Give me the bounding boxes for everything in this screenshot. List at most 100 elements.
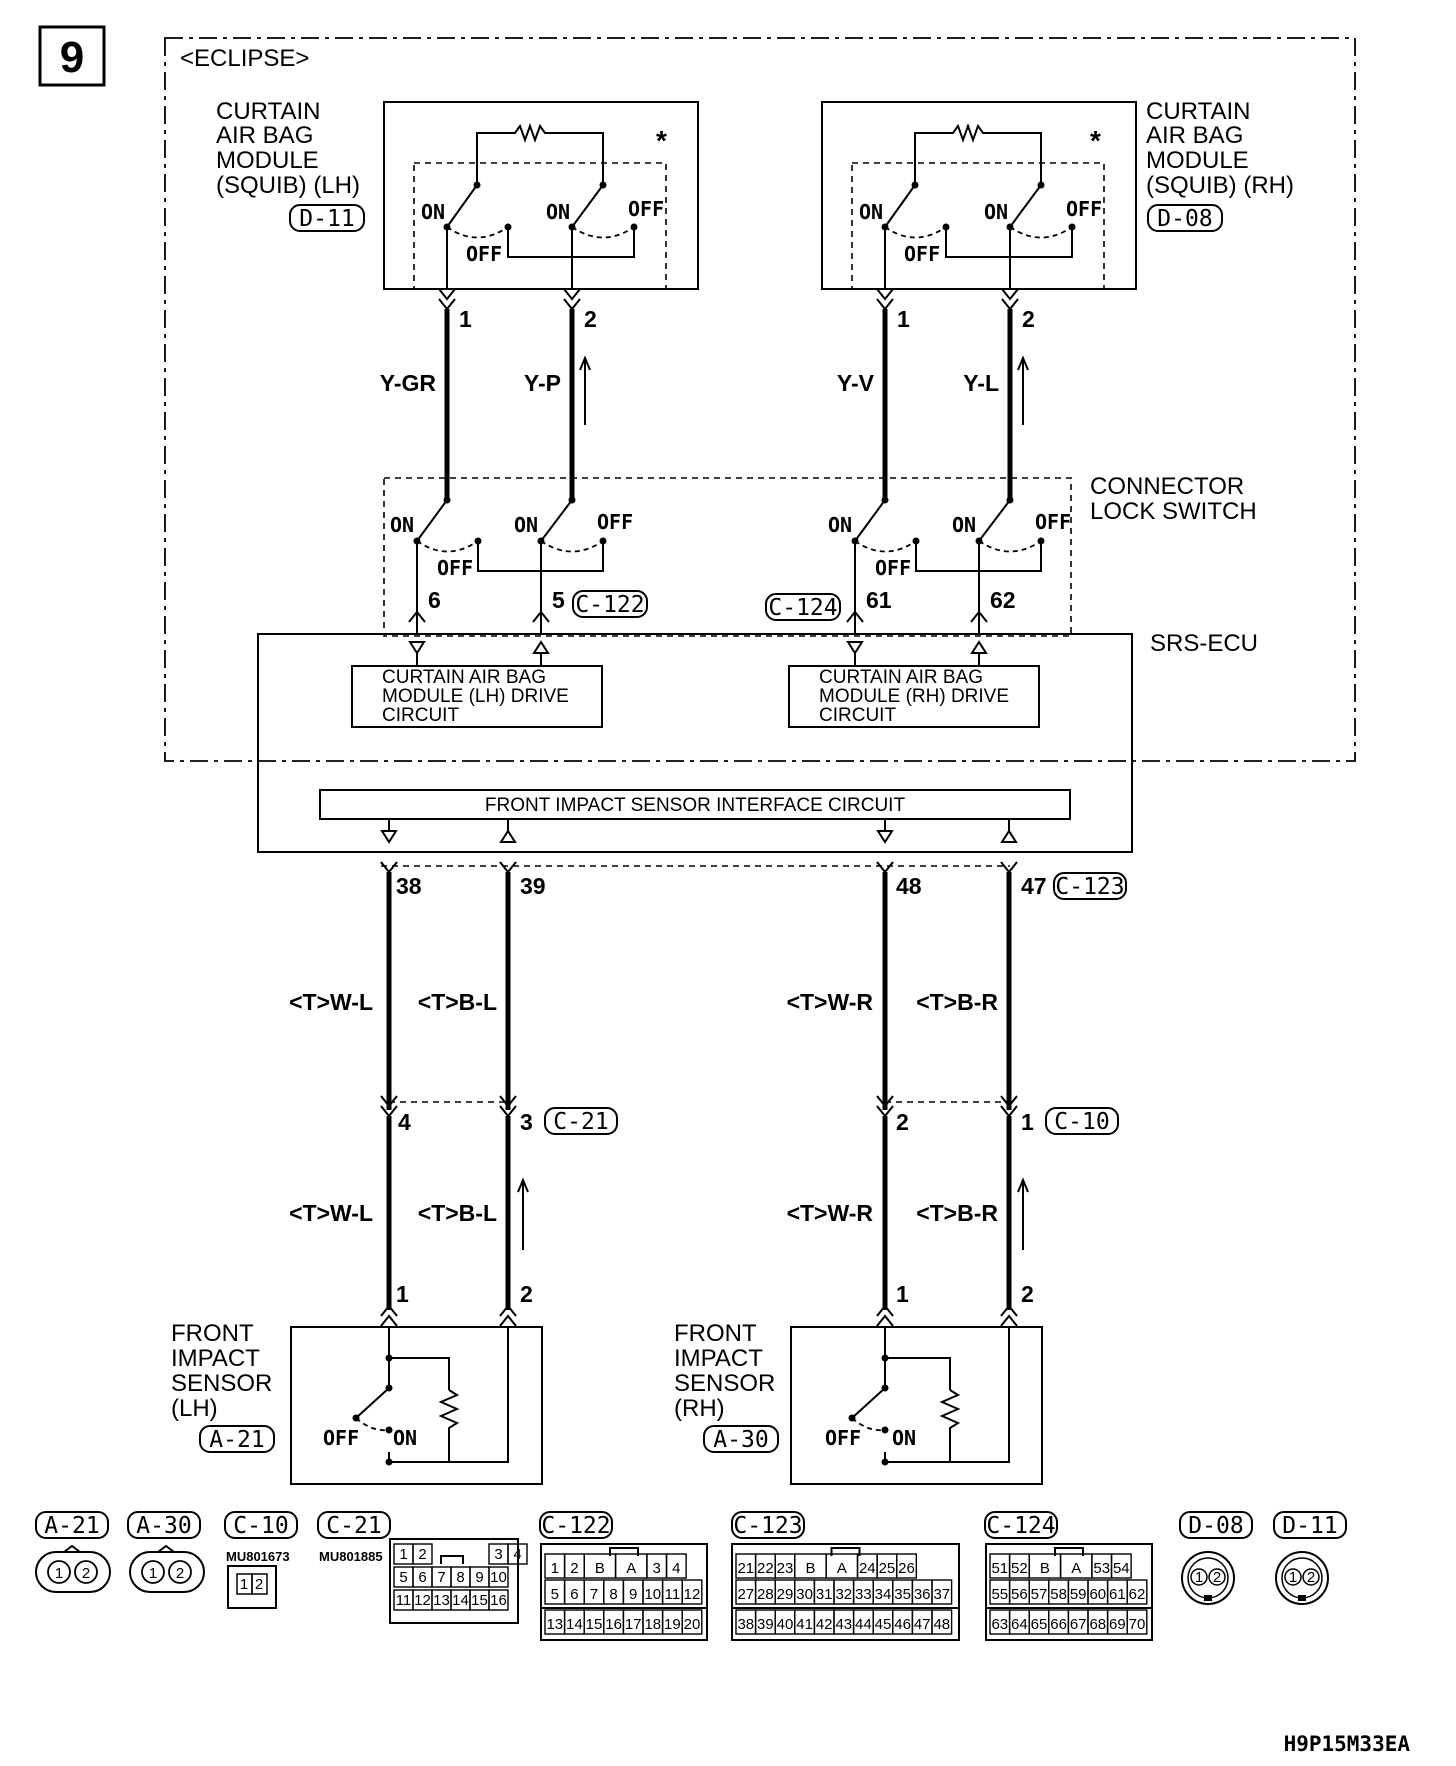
connector-cell-label: 2 <box>418 1546 426 1563</box>
connector-cell-label: 57 <box>1031 1586 1048 1603</box>
cv-label-c123: C-123 <box>733 1513 802 1539</box>
connector-cell-label: 23 <box>777 1560 794 1577</box>
connector-a21-label: A-21 <box>209 1427 264 1453</box>
connector-cell-label: 3 <box>653 1560 661 1577</box>
lower-wires <box>386 1116 1012 1310</box>
connector-cell-label: 64 <box>1011 1616 1028 1633</box>
connector-cell <box>1126 1579 1148 1605</box>
connector-c10-ref: C-10 <box>1054 1109 1109 1135</box>
cv-a21-face: 1 2 <box>35 1544 111 1593</box>
curtain-lh-line-1: CURTAIN <box>216 98 320 125</box>
connector-cell-label: 46 <box>894 1616 911 1633</box>
cv-c10-face: 1 2 <box>227 1565 277 1609</box>
pin-c10-2: 2 <box>896 1109 909 1135</box>
connector-cell-label: 42 <box>816 1616 833 1633</box>
connector-cell-label: 41 <box>796 1616 813 1633</box>
connector-cell-label: 51 <box>991 1560 1008 1577</box>
connector-cell-label: 40 <box>777 1616 794 1633</box>
connector-cell-label: 67 <box>1070 1616 1087 1633</box>
connector-cell <box>681 1609 703 1635</box>
connector-cell-label: 7 <box>590 1586 598 1603</box>
cv-label-d11: D-11 <box>1282 1513 1337 1539</box>
connector-cell-label: 8 <box>609 1586 617 1603</box>
connector-c21-ref: C-21 <box>553 1109 608 1135</box>
cv-label-d08: D-08 <box>1188 1513 1243 1539</box>
connector-cell-label: 47 <box>914 1616 931 1633</box>
connector-cell-label: 4 <box>513 1546 521 1563</box>
connector-c122-label: C-122 <box>575 592 644 618</box>
connector-cell-label: 53 <box>1093 1560 1110 1577</box>
pin-module-lh-1: 1 <box>459 306 472 332</box>
svg-text:ON: ON <box>952 513 976 537</box>
svg-text:ON: ON <box>514 513 538 537</box>
connector-cell-label: A <box>626 1560 636 1577</box>
connector-cell-label: 12 <box>414 1592 431 1609</box>
pin-lock-62: 62 <box>990 587 1016 613</box>
svg-text:1: 1 <box>240 1576 248 1593</box>
connector-cell-label: 61 <box>1109 1586 1126 1603</box>
connector-cell-label: 34 <box>875 1586 892 1603</box>
connector-cell-label: 70 <box>1129 1616 1146 1633</box>
lock-switch-lh: ON ON OFF OFF <box>390 496 633 612</box>
curtain-rh-line-3: MODULE <box>1146 147 1249 174</box>
connector-cell-label: 30 <box>796 1586 813 1603</box>
wire-y-p: Y-P <box>524 370 561 396</box>
connector-cell-label: 54 <box>1113 1560 1130 1577</box>
svg-text:OFF: OFF <box>466 242 502 266</box>
svg-text:1: 1 <box>55 1565 63 1582</box>
connector-cell-label: 33 <box>855 1586 872 1603</box>
connector-cell-label: 55 <box>991 1586 1008 1603</box>
pin-lock-6: 6 <box>428 587 441 613</box>
connector-cell-label: 8 <box>456 1569 464 1586</box>
drive-circuit-lh-box <box>351 665 603 728</box>
connector-cell-label: 36 <box>914 1586 931 1603</box>
connector-cell <box>1110 1553 1132 1579</box>
connector-cell-label: 16 <box>605 1616 622 1633</box>
connector-cell-label: 2 <box>570 1560 578 1577</box>
svg-text:ON: ON <box>828 513 852 537</box>
pin-c10-1: 1 <box>1021 1109 1034 1135</box>
connector-cell-label: A <box>837 1560 847 1577</box>
wire-low-b-l: <T>B-L <box>418 1200 497 1226</box>
connector-cell-label: 11 <box>665 1586 681 1603</box>
connector-cell-label: 56 <box>1011 1586 1028 1603</box>
connector-cell-label: 48 <box>933 1616 950 1633</box>
connector-cell-label: 5 <box>551 1586 559 1603</box>
connector-cell-label: 1 <box>551 1560 559 1577</box>
connector-a30-label: A-30 <box>713 1427 768 1453</box>
connector-cell-label: 16 <box>490 1592 507 1609</box>
svg-text:OFF: OFF <box>1066 197 1102 221</box>
cv-label-c124: C-124 <box>986 1513 1055 1539</box>
pin-sensor-lh-2: 2 <box>520 1281 533 1307</box>
connector-cell <box>1126 1609 1148 1635</box>
connector-cell-label: 59 <box>1070 1586 1087 1603</box>
svg-text:OFF: OFF <box>904 242 940 266</box>
wire-low-b-r: <T>B-R <box>916 1200 998 1226</box>
eclipse-scope-boundary <box>164 37 1356 762</box>
pin-lock-5: 5 <box>552 587 565 613</box>
pin-module-rh-1: 1 <box>897 306 910 332</box>
connector-cell-label: 12 <box>684 1586 701 1603</box>
connector-cell-label: 11 <box>396 1592 412 1609</box>
connector-cell-label: A <box>1071 1560 1081 1577</box>
pin-lock-61: 61 <box>866 587 892 613</box>
connector-cell-label: 69 <box>1109 1616 1126 1633</box>
connector-cell-label: 37 <box>933 1586 950 1603</box>
connector-cell-label: 65 <box>1031 1616 1048 1633</box>
svg-text:OFF: OFF <box>628 197 664 221</box>
lock-switch-line-1: CONNECTOR <box>1090 473 1244 500</box>
connector-c123-label: C-123 <box>1055 874 1124 900</box>
curtain-lh-line-2: AIR BAG <box>216 122 313 149</box>
connector-cell-label: 52 <box>1011 1560 1028 1577</box>
wire-low-w-r: <T>W-R <box>787 1200 874 1226</box>
curtain-rh-line-2: AIR BAG <box>1146 122 1243 149</box>
